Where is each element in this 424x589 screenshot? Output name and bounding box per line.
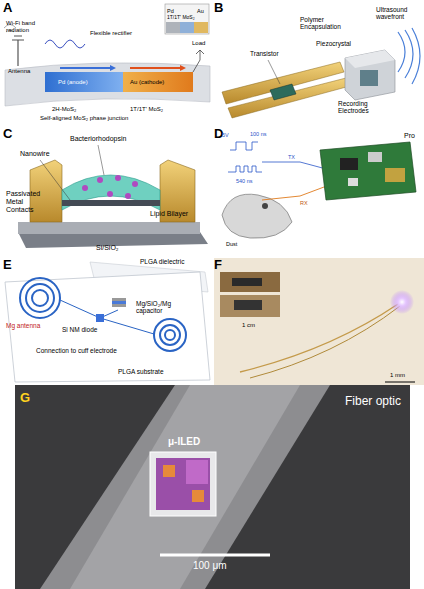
panel-letter: B — [214, 1, 223, 16]
part-label: Bacteriorhodopsin — [70, 135, 126, 143]
part-label: Pro — [404, 132, 415, 140]
panel-d-art — [222, 142, 416, 238]
part-label: Lipid Bilayer — [150, 210, 188, 218]
signal-label: 540 ns — [236, 178, 253, 184]
part-label: PLGA substrate — [118, 368, 164, 375]
part-label: Ultrasound wavefront — [376, 6, 420, 21]
signal-label: TX — [288, 154, 295, 160]
part-label: Load — [192, 40, 205, 47]
part-label: Connection to cuff electrode — [36, 347, 117, 354]
panel-g-art — [15, 385, 410, 589]
part-label: Passivated Metal Contacts — [6, 190, 30, 214]
scale-label: 1 cm — [242, 322, 255, 329]
panel-f-art — [214, 258, 424, 385]
part-label: Mg antenna — [6, 322, 40, 329]
part-label: Nanowire — [20, 150, 50, 158]
inset-label: Au — [197, 8, 204, 14]
part-label: Pd (anode) — [58, 79, 88, 86]
part-label: Flexible rectifier — [90, 30, 132, 37]
panel-a-art — [4, 4, 210, 106]
caption-label: Self-aligned MoS₂ phase junction — [40, 115, 128, 122]
material-label: 2H-MoS₂ — [52, 106, 76, 113]
signal-label: 100 ns — [250, 131, 267, 137]
panel-letter: D — [214, 127, 223, 142]
part-label: Si/SiO₂ — [96, 244, 119, 252]
part-label: Fiber optic — [345, 395, 401, 409]
part-label: Mg/SiO₂/Mg capacitor — [136, 300, 190, 315]
part-label: Au (cathode) — [130, 79, 164, 86]
panel-letter: G — [20, 391, 30, 406]
part-label: PLGA dielectric — [140, 258, 184, 265]
part-label: Wi-Fi band radiation — [6, 20, 46, 34]
signal-label: 5V — [222, 132, 229, 138]
scale-label: 1 mm — [390, 372, 405, 379]
part-label: Dust — [226, 241, 237, 247]
scale-label: 100 μm — [193, 560, 227, 572]
panel-letter: E — [3, 258, 12, 273]
panel-c-art — [18, 145, 208, 248]
part-label: Polymer Encapsulation — [300, 16, 346, 31]
signal-label: RX — [300, 200, 308, 206]
part-label: Si NM diode — [62, 326, 97, 333]
panel-b-art — [222, 28, 420, 118]
panel-letter: A — [3, 1, 12, 16]
inset-label: 1T/1T' MoS₂ — [167, 15, 195, 21]
part-label: μ-ILED — [168, 436, 200, 448]
part-label: Transistor — [250, 50, 279, 57]
panel-letter: F — [214, 258, 222, 273]
part-label: Antenna — [8, 68, 30, 75]
part-label: Recording Electrodes — [338, 100, 388, 115]
panel-letter: C — [3, 127, 12, 142]
material-label: 1T/1T' MoS₂ — [130, 106, 163, 113]
panel-e-art — [5, 262, 210, 382]
inset-label: Pd — [167, 8, 174, 14]
part-label: Piezocrystal — [316, 40, 351, 47]
